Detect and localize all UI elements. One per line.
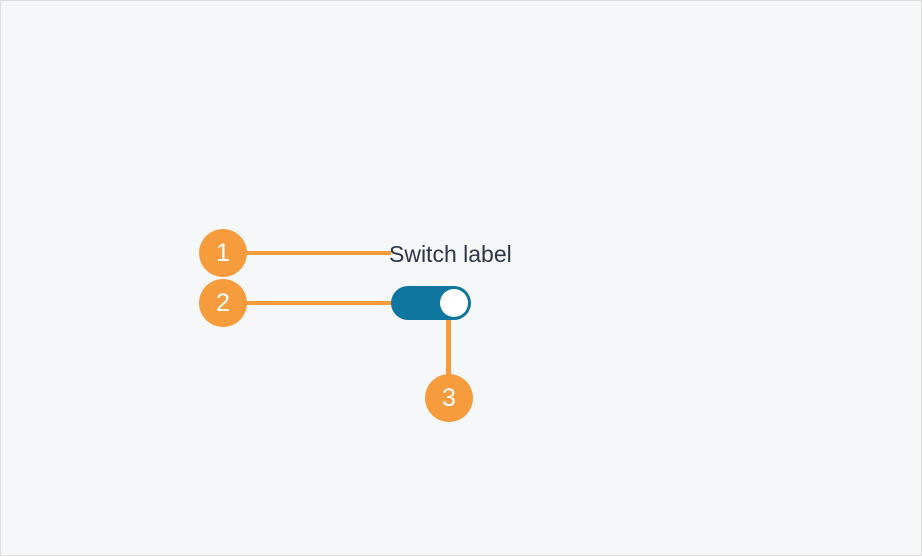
callout-badge-3: 3 bbox=[425, 374, 473, 422]
callout-line-3 bbox=[446, 301, 451, 381]
callout-badge-1: 1 bbox=[199, 229, 247, 277]
callout-line-1 bbox=[245, 251, 391, 255]
callout-line-2 bbox=[245, 301, 395, 305]
switch-knob[interactable] bbox=[440, 289, 468, 317]
callout-badge-2: 2 bbox=[199, 279, 247, 327]
switch-label: Switch label bbox=[389, 241, 512, 267]
switch-track[interactable] bbox=[391, 286, 471, 320]
